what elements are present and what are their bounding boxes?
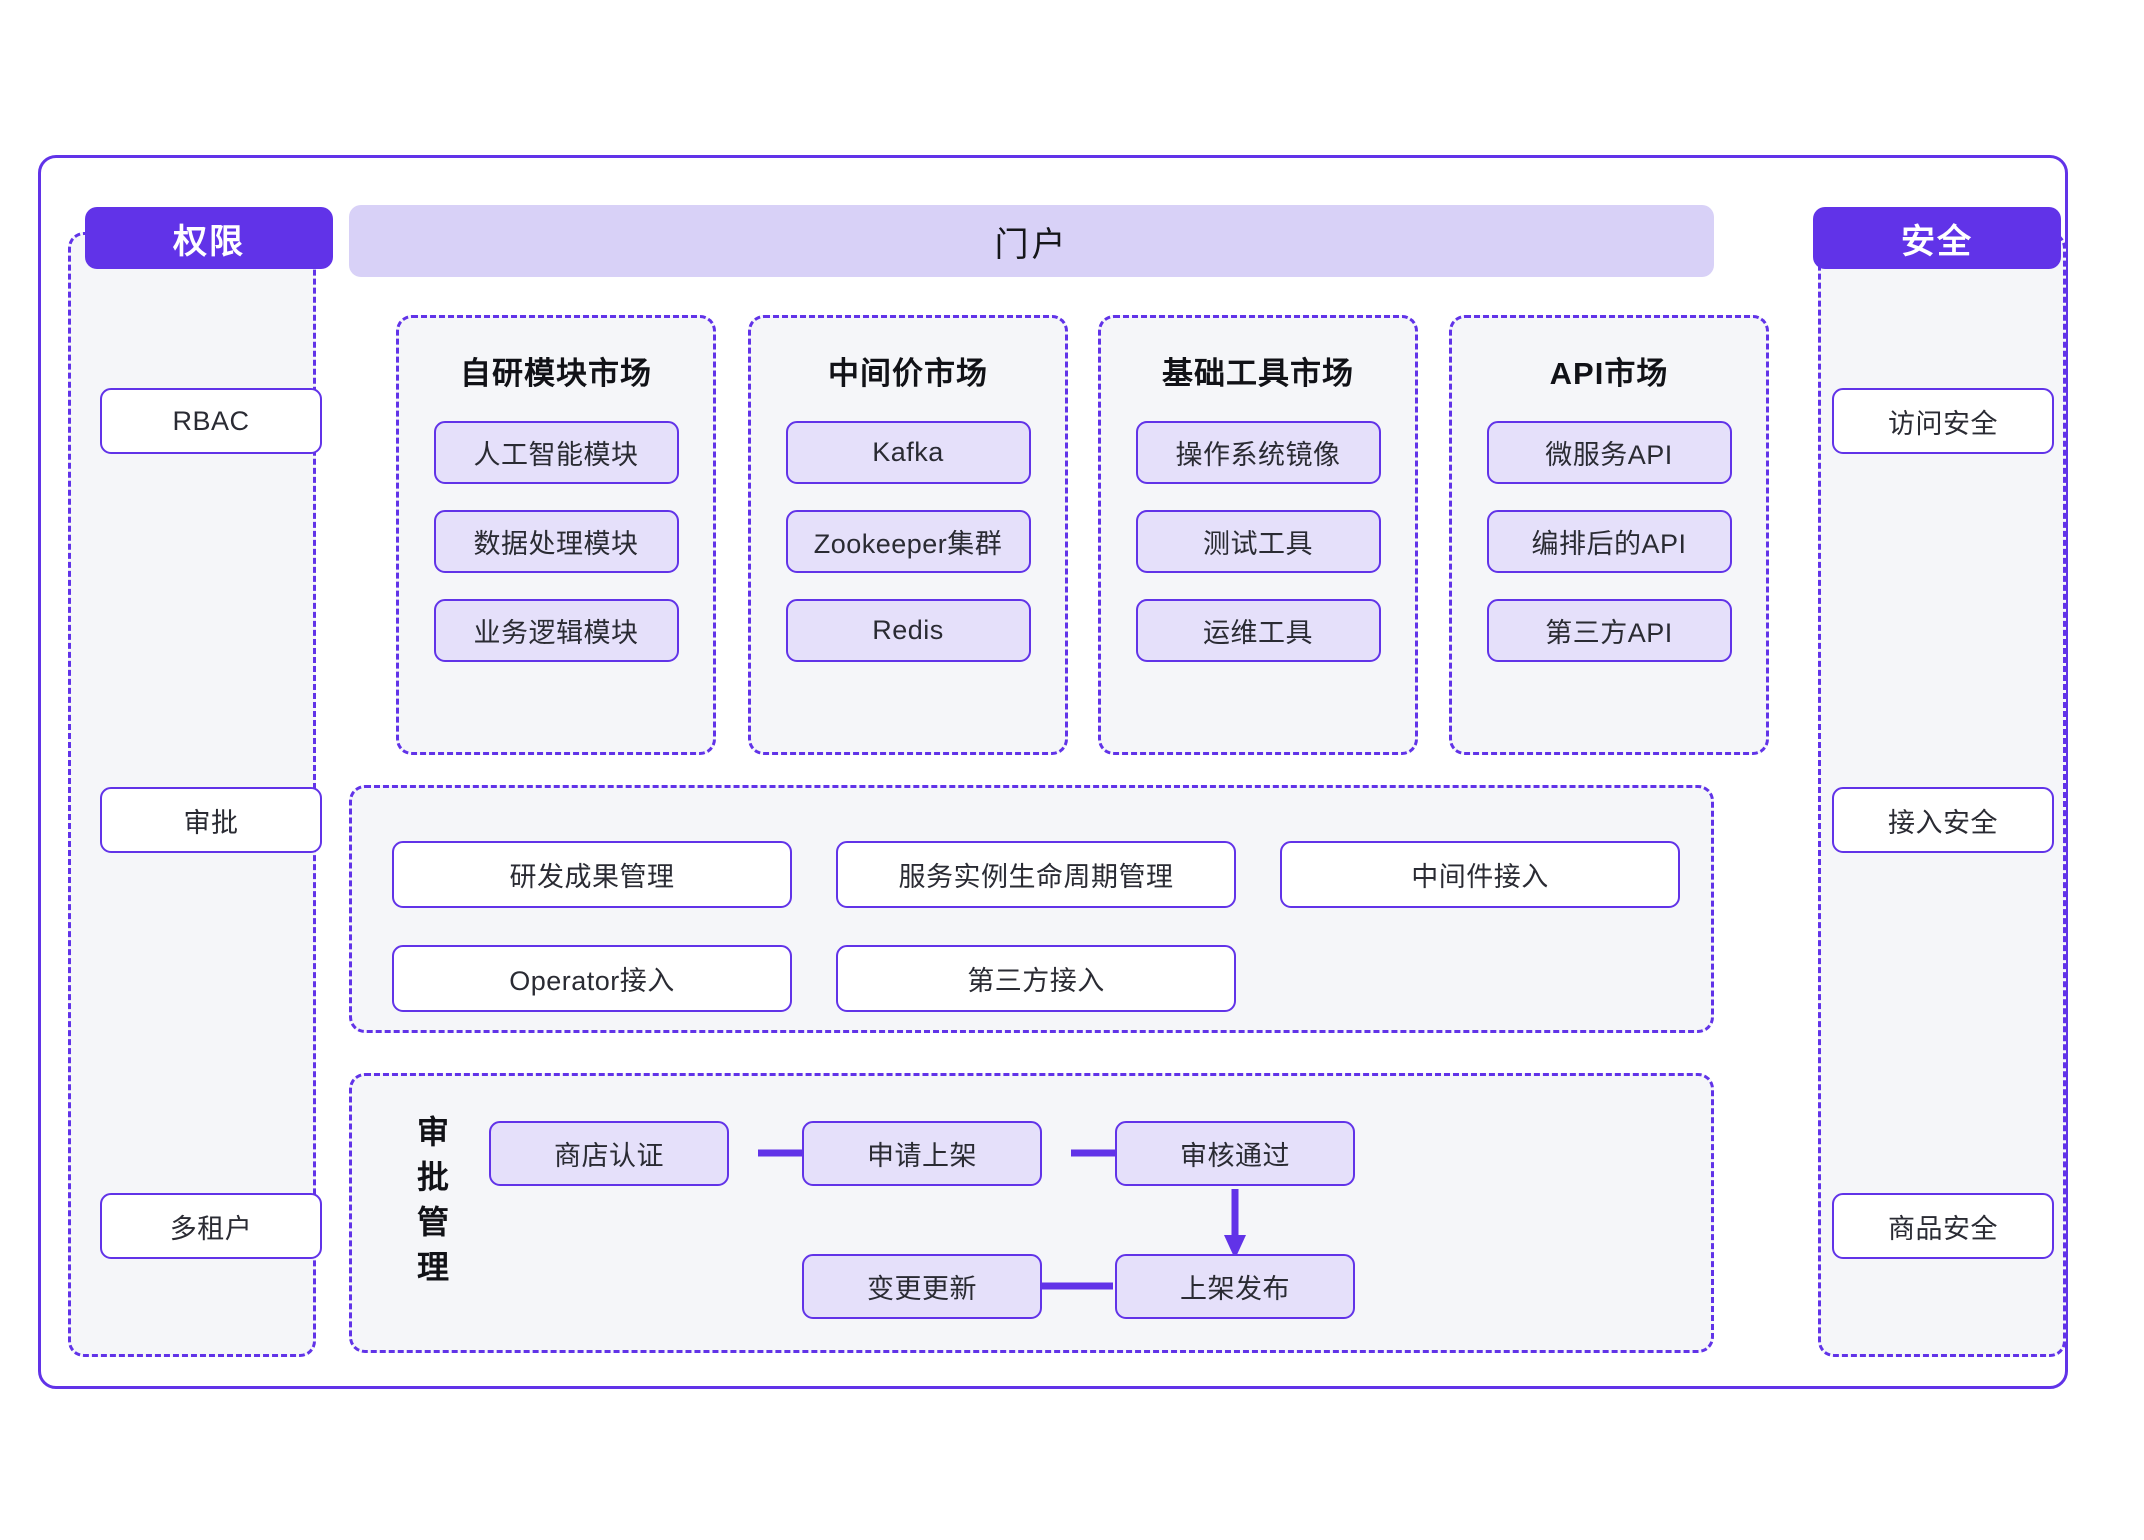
approval-workflow-panel: 审 批 管 理 商店认证 申请上架 审核通过 上架发布 变更更新 — [349, 1073, 1714, 1353]
workflow-step-apply-listing[interactable]: 申请上架 — [802, 1121, 1042, 1186]
market-chip[interactable]: 业务逻辑模块 — [433, 599, 679, 662]
portal-banner: 门户 — [349, 205, 1714, 277]
approval-label-char: 管 — [416, 1204, 449, 1240]
market-column-middleware: 中间价市场 Kafka Zookeeper集群 Redis — [748, 315, 1068, 755]
capability-box-middleware-access[interactable]: 中间件接入 — [1280, 841, 1680, 908]
capability-box-operator-access[interactable]: Operator接入 — [392, 945, 792, 1012]
security-item-access[interactable]: 访问安全 — [1832, 388, 2054, 454]
market-chip[interactable]: 人工智能模块 — [433, 421, 679, 484]
approval-label-char: 审 — [416, 1114, 449, 1150]
permission-item-multitenant[interactable]: 多租户 — [100, 1193, 322, 1259]
market-chip[interactable]: 数据处理模块 — [433, 510, 679, 573]
market-title: 基础工具市场 — [1162, 356, 1354, 391]
permission-item-rbac[interactable]: RBAC — [100, 388, 322, 454]
capability-panel: 研发成果管理 服务实例生命周期管理 中间件接入 Operator接入 第三方接入 — [349, 785, 1714, 1033]
portal-title: 门户 — [994, 225, 1069, 264]
workflow-step-published[interactable]: 上架发布 — [1115, 1254, 1355, 1319]
market-title: API市场 — [1549, 356, 1669, 391]
market-title: 中间价市场 — [828, 356, 988, 391]
market-column-self-developed: 自研模块市场 人工智能模块 数据处理模块 业务逻辑模块 — [396, 315, 716, 755]
security-item-product[interactable]: 商品安全 — [1832, 1193, 2054, 1259]
market-chip[interactable]: Redis — [785, 599, 1031, 662]
security-item-label: 商品安全 — [1888, 1213, 1998, 1244]
market-chip[interactable]: 操作系统镜像 — [1135, 421, 1381, 484]
approval-label-char: 批 — [416, 1159, 449, 1195]
permission-item-label: RBAC — [172, 405, 250, 436]
security-badge-label: 安全 — [1901, 222, 1973, 261]
market-title: 自研模块市场 — [460, 356, 652, 391]
market-chip[interactable]: 编排后的API — [1486, 510, 1732, 573]
workflow-step-change-update[interactable]: 变更更新 — [802, 1254, 1042, 1319]
market-chip[interactable]: 第三方API — [1486, 599, 1732, 662]
market-chip[interactable]: 微服务API — [1486, 421, 1732, 484]
arrow-approved-to-published-icon — [1224, 1189, 1246, 1259]
permission-badge-label: 权限 — [173, 222, 245, 261]
approval-management-label: 审 批 管 理 — [410, 1110, 456, 1290]
permission-item-label: 审批 — [183, 807, 239, 838]
capability-box-service-lifecycle[interactable]: 服务实例生命周期管理 — [836, 841, 1236, 908]
market-chip[interactable]: 测试工具 — [1135, 510, 1381, 573]
security-item-label: 接入安全 — [1888, 807, 1998, 838]
capability-box-third-party-access[interactable]: 第三方接入 — [836, 945, 1236, 1012]
security-item-connection[interactable]: 接入安全 — [1832, 787, 2054, 853]
permission-badge: 权限 — [85, 207, 333, 269]
market-chip[interactable]: Kafka — [785, 421, 1031, 484]
capability-box-rd-results[interactable]: 研发成果管理 — [392, 841, 792, 908]
workflow-step-approved[interactable]: 审核通过 — [1115, 1121, 1355, 1186]
permission-item-approval[interactable]: 审批 — [100, 787, 322, 853]
permission-item-label: 多租户 — [169, 1213, 253, 1244]
market-chip[interactable]: 运维工具 — [1135, 599, 1381, 662]
security-item-label: 访问安全 — [1888, 408, 1998, 439]
market-chip[interactable]: Zookeeper集群 — [785, 510, 1031, 573]
market-column-base-tools: 基础工具市场 操作系统镜像 测试工具 运维工具 — [1098, 315, 1418, 755]
market-column-api: API市场 微服务API 编排后的API 第三方API — [1449, 315, 1769, 755]
workflow-step-store-certification[interactable]: 商店认证 — [489, 1121, 729, 1186]
security-badge: 安全 — [1813, 207, 2061, 269]
approval-label-char: 理 — [416, 1249, 449, 1285]
